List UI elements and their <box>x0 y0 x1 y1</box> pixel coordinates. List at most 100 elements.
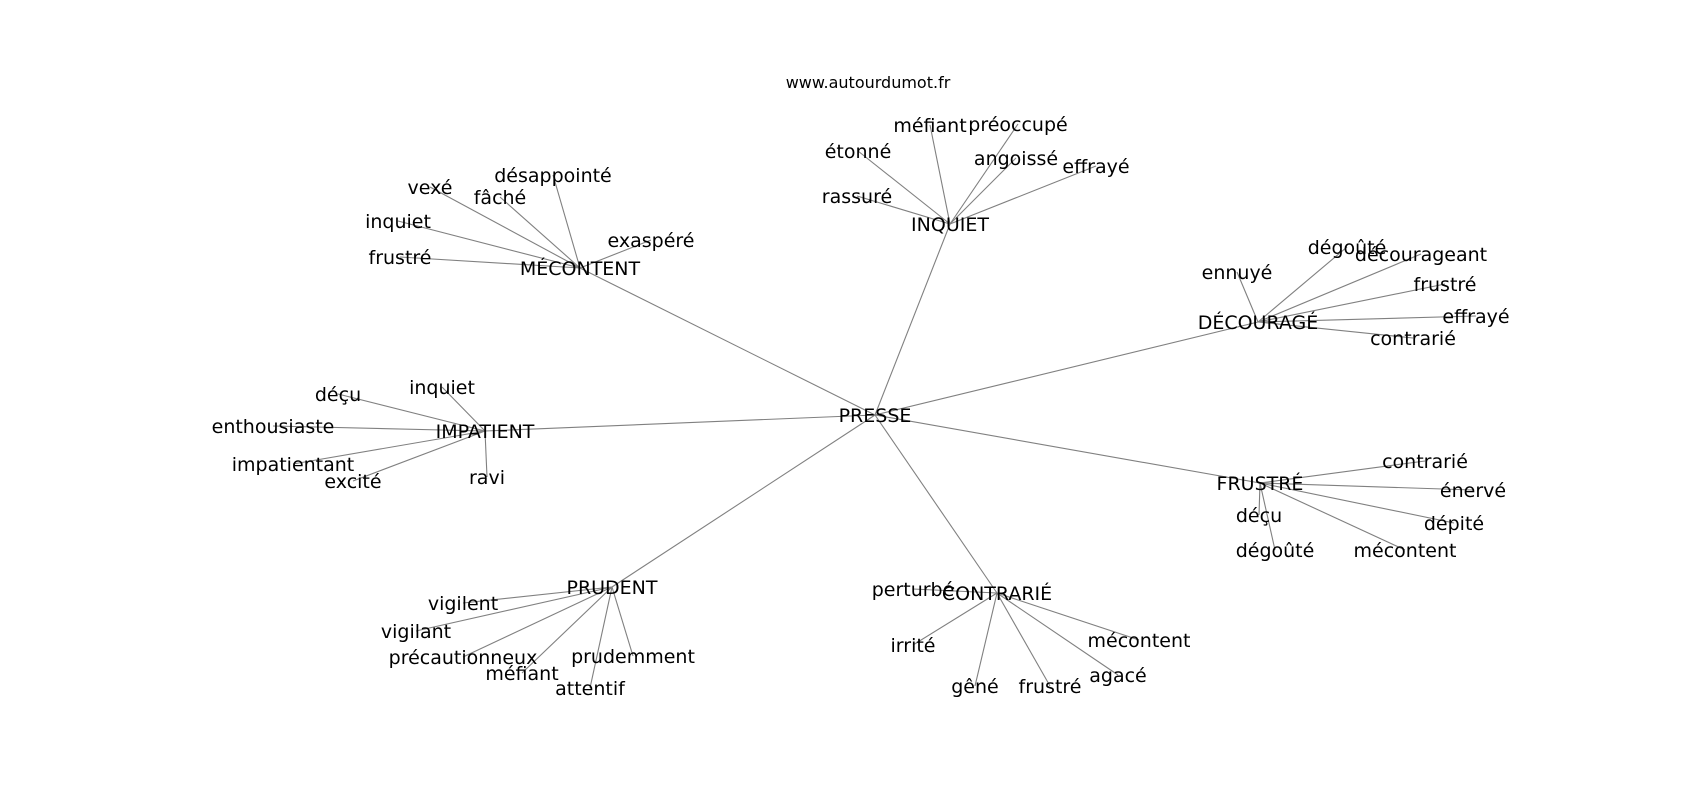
word-node: énervé <box>1440 480 1506 502</box>
edge-hub-to-word <box>397 220 581 269</box>
word-node: attentif <box>555 678 626 700</box>
word-node: rassuré <box>822 186 892 208</box>
hub-node: FRUSTRÉ <box>1217 472 1304 495</box>
edge-hub-to-word <box>337 393 486 432</box>
word-node: précautionneux <box>389 647 538 669</box>
edge-hub-to-word <box>1257 246 1348 323</box>
edge-hub-to-word <box>974 592 998 687</box>
edge-hub-to-word <box>579 239 652 269</box>
hub-node: PRUDENT <box>566 577 657 599</box>
word-node: exaspéré <box>608 230 695 252</box>
site-watermark: www.autourdumot.fr <box>786 73 951 92</box>
edge-hub-to-word <box>1259 482 1474 491</box>
edge-hub-to-word <box>441 386 486 432</box>
edge-hub-to-word <box>949 157 1017 225</box>
edge-hub-to-word <box>399 256 581 269</box>
word-node: décourageant <box>1355 244 1487 266</box>
word-node: perturbé <box>872 579 955 601</box>
edge-hub-to-word <box>292 430 486 465</box>
edge-hub-to-word <box>352 430 486 482</box>
word-node: préoccupé <box>968 114 1067 136</box>
edge-hub-to-word <box>912 588 998 594</box>
word-node: frustré <box>369 247 432 269</box>
edge-hub-to-word <box>484 430 488 478</box>
edge-hub-to-word <box>415 586 613 632</box>
word-node: frustré <box>1019 676 1082 698</box>
word-node: effrayé <box>1442 306 1509 328</box>
word-node: impatientant <box>232 454 355 476</box>
edge-hub-to-word <box>499 196 581 269</box>
edge-hub-to-word <box>1257 283 1446 323</box>
hub-node: INQUIET <box>911 214 989 236</box>
edge-hub-to-word <box>857 150 951 225</box>
edge-hub-to-word <box>552 174 581 269</box>
edge-hub-to-word <box>996 592 1051 687</box>
edge-hub-to-word <box>1257 321 1414 339</box>
edge-root-to-hub <box>484 414 876 432</box>
root-node: PRESSE <box>839 405 912 427</box>
word-node: excité <box>324 471 381 493</box>
edge-root-to-hub <box>874 223 951 416</box>
hub-node: DÉCOURAGÉ <box>1198 311 1319 334</box>
word-node: angoissé <box>974 148 1058 170</box>
word-node: dégoûté <box>1308 237 1387 259</box>
edge-hub-to-word <box>949 123 1019 225</box>
word-node: déçu <box>1236 505 1282 527</box>
edge-hub-to-word <box>272 425 486 432</box>
edge-hub-to-word <box>1257 253 1422 323</box>
edge-hub-to-word <box>1259 482 1276 551</box>
edge-hub-to-word <box>1259 482 1455 524</box>
word-node: enthousiaste <box>212 416 335 438</box>
edge-hub-to-word <box>611 586 634 657</box>
word-node: contrarié <box>1382 451 1468 473</box>
word-node: frustré <box>1414 274 1477 296</box>
word-node: mécontent <box>1088 630 1191 652</box>
edge-hub-to-word <box>521 586 613 674</box>
word-node: effrayé <box>1062 156 1129 178</box>
edge-hub-to-word <box>856 195 951 225</box>
edge-hub-to-word <box>996 592 1140 641</box>
word-node: gêné <box>951 676 998 698</box>
edge-root-to-hub <box>874 321 1259 416</box>
edge-hub-to-word <box>1259 460 1426 484</box>
edge-hub-to-word <box>1236 271 1259 323</box>
word-node: méfiant <box>893 115 966 137</box>
graph-edges <box>272 123 1477 689</box>
word-node: ennuyé <box>1202 262 1273 284</box>
word-node: inquiet <box>409 377 475 399</box>
edge-hub-to-word <box>429 186 581 269</box>
word-node: dépité <box>1424 513 1484 535</box>
edge-hub-to-word <box>462 586 613 658</box>
edge-hub-to-word <box>589 586 613 689</box>
word-node: vexé <box>408 177 453 199</box>
edge-hub-to-word <box>949 165 1097 225</box>
word-node: vigilant <box>381 621 451 643</box>
word-node: mécontent <box>1354 540 1457 562</box>
edge-hub-to-word <box>912 592 998 646</box>
edge-root-to-hub <box>611 414 876 588</box>
hub-node: IMPATIENT <box>436 421 535 443</box>
word-node: contrarié <box>1370 328 1456 350</box>
edge-root-to-hub <box>874 414 998 594</box>
edge-hub-to-word <box>462 586 613 604</box>
word-node: ravi <box>469 467 505 489</box>
word-node: dégoûté <box>1236 540 1315 562</box>
word-node: inquiet <box>365 211 431 233</box>
edge-root-to-hub <box>874 414 1261 484</box>
edge-root-to-hub <box>579 267 876 416</box>
word-node: désappointé <box>494 165 612 187</box>
word-node: étonné <box>825 141 892 163</box>
word-node: agacé <box>1089 665 1146 687</box>
word-node: irrité <box>891 635 936 657</box>
word-node: fâché <box>474 187 527 209</box>
edge-hub-to-word <box>1257 315 1477 323</box>
edge-hub-to-word <box>929 124 951 225</box>
word-node: méfiant <box>485 663 558 685</box>
edge-hub-to-word <box>1258 482 1261 516</box>
word-node: prudemment <box>571 646 695 668</box>
hub-node: CONTRARIÉ <box>942 582 1052 605</box>
edge-hub-to-word <box>996 592 1119 676</box>
hub-node: MÉCONTENT <box>520 257 641 280</box>
